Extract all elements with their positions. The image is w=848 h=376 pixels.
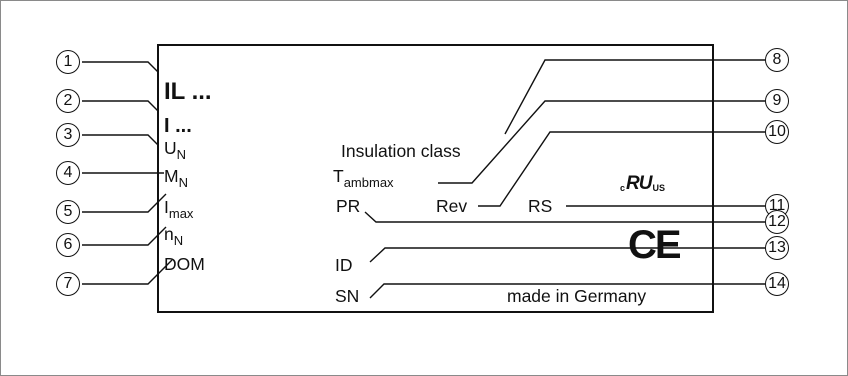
callout-8: 8	[765, 48, 789, 72]
callout-12: 12	[765, 210, 789, 234]
callout-5: 5	[56, 200, 80, 224]
plate-rated-torque: MN	[164, 166, 188, 190]
plate-rated-voltage: UN	[164, 138, 187, 162]
leader-13	[369, 247, 765, 263]
plate-id: ID	[335, 255, 353, 275]
leader-3	[82, 134, 159, 146]
plate-insulation-class: Insulation class	[341, 141, 461, 161]
ce-mark: CE	[628, 223, 682, 267]
plate-max-current: Imax	[164, 197, 194, 221]
leader-14	[369, 283, 765, 299]
leader-9	[438, 100, 765, 184]
plate-rs: RS	[528, 196, 553, 216]
callout-7: 7	[56, 272, 80, 296]
callout-9: 9	[765, 89, 789, 113]
plate-type: I ...	[164, 115, 192, 137]
leader-6	[82, 226, 167, 246]
plate-ambient-temp: Tambmax	[333, 166, 394, 190]
leader-8	[504, 59, 765, 135]
callout-14: 14	[765, 272, 789, 296]
callout-4: 4	[56, 161, 80, 185]
callout-1: 1	[56, 50, 80, 74]
plate-sn: SN	[335, 286, 360, 306]
leader-5	[82, 193, 167, 213]
leader-12	[364, 211, 765, 223]
plate-made-in: made in Germany	[507, 286, 647, 306]
callout-13: 13	[765, 236, 789, 260]
leader-1	[82, 61, 159, 73]
leader-10	[478, 131, 765, 207]
callout-6: 6	[56, 233, 80, 257]
callout-2: 2	[56, 89, 80, 113]
plate-dom: DOM	[164, 254, 205, 274]
plate-rev: Rev	[436, 196, 468, 216]
plate-pr: PR	[336, 196, 361, 216]
leader-7	[82, 259, 173, 285]
plate-model: IL ...	[164, 78, 212, 105]
nameplate-outline	[157, 44, 714, 313]
callout-10: 10	[765, 120, 789, 144]
ul-listing-mark: c RU US	[620, 173, 665, 194]
leader-2	[82, 100, 159, 112]
plate-rated-speed: nN	[164, 224, 184, 248]
callout-3: 3	[56, 123, 80, 147]
